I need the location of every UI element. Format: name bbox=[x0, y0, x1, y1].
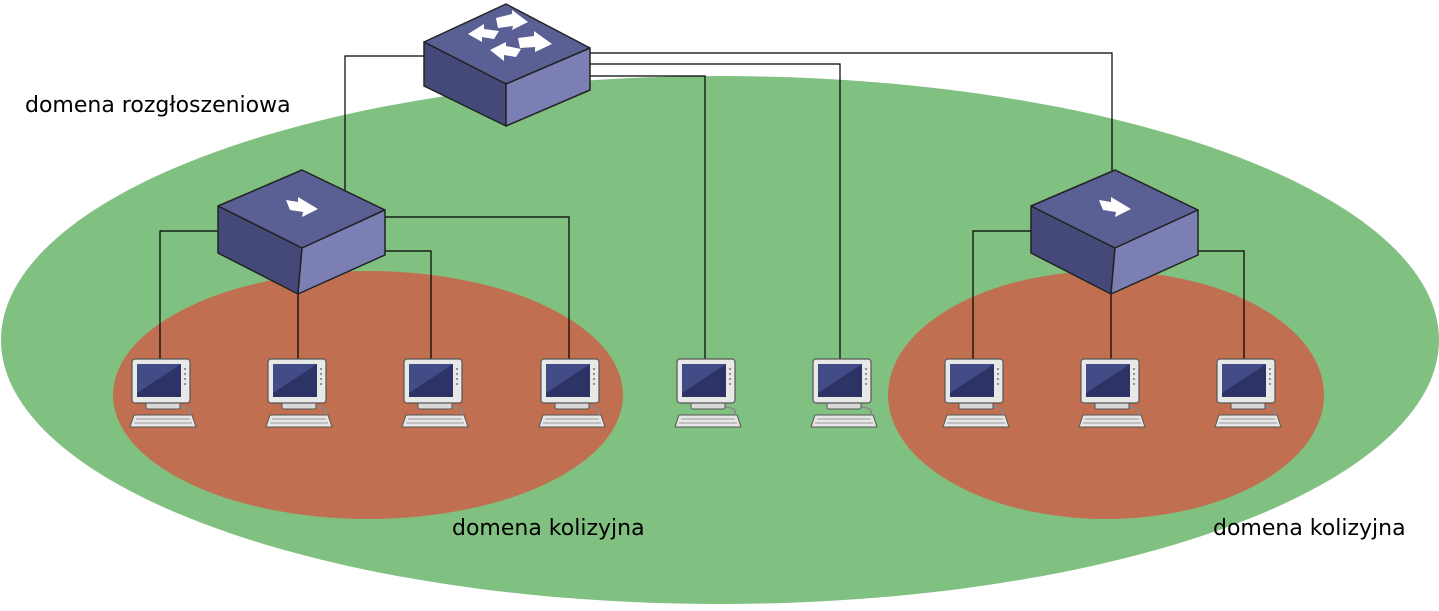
cable-router-pc-5 bbox=[590, 75, 706, 360]
computer-icon bbox=[942, 358, 1010, 428]
broadcast-domain-label: domena rozgłoszeniowa bbox=[25, 93, 291, 118]
computer-icon bbox=[810, 358, 878, 428]
cable-switch-right-pc-9 bbox=[1198, 250, 1245, 360]
computer-icon bbox=[538, 358, 606, 428]
cables bbox=[159, 52, 1245, 360]
cable-switch-right-pc-7 bbox=[972, 230, 1031, 360]
computer-icon bbox=[1214, 358, 1282, 428]
collision-domain-label-right: domena kolizyjna bbox=[1213, 516, 1406, 541]
computer-icon bbox=[401, 358, 469, 428]
computer-1[interactable] bbox=[129, 358, 197, 428]
computer-5[interactable] bbox=[674, 358, 742, 428]
computer-icon bbox=[1078, 358, 1146, 428]
switch-right[interactable] bbox=[1030, 169, 1199, 295]
computer-3[interactable] bbox=[401, 358, 469, 428]
computer-8[interactable] bbox=[1078, 358, 1146, 428]
switch-icon bbox=[217, 169, 386, 295]
computer-icon bbox=[129, 358, 197, 428]
computers bbox=[129, 358, 1282, 428]
collision-domain-area-left bbox=[113, 271, 623, 519]
switch-left[interactable] bbox=[217, 169, 386, 295]
cable-switch-left-pc-1 bbox=[159, 230, 218, 360]
computer-6[interactable] bbox=[810, 358, 878, 428]
cable-switch-left-pc-3 bbox=[385, 250, 432, 360]
cable-router-switch-left bbox=[344, 55, 424, 192]
computer-icon bbox=[674, 358, 742, 428]
computer-9[interactable] bbox=[1214, 358, 1282, 428]
router-icon bbox=[423, 3, 591, 127]
computer-2[interactable] bbox=[265, 358, 333, 428]
collision-domain-label-left: domena kolizyjna bbox=[452, 516, 645, 541]
computer-icon bbox=[265, 358, 333, 428]
router[interactable] bbox=[423, 3, 591, 127]
switch-icon bbox=[1030, 169, 1199, 295]
cable-router-switch-right bbox=[590, 52, 1113, 172]
computer-4[interactable] bbox=[538, 358, 606, 428]
cable-router-pc-6 bbox=[590, 63, 841, 360]
cable-switch-left-pc-4 bbox=[385, 216, 570, 360]
computer-7[interactable] bbox=[942, 358, 1010, 428]
